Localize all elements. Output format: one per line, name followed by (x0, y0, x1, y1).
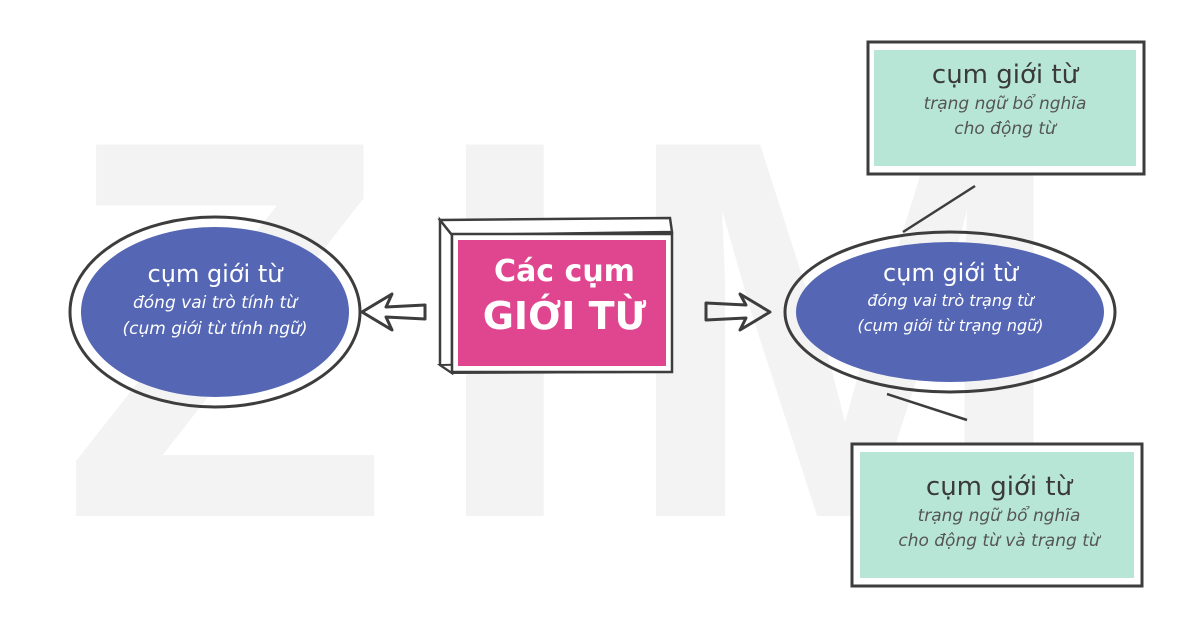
bottom-box-line1: trạng ngữ bổ nghĩa (917, 506, 1081, 526)
left-ellipse (68, 215, 362, 409)
left-node-text: cụm giới từ đóng vai trò tính từ (cụm gi… (90, 258, 340, 342)
connector-bottom (886, 392, 968, 422)
center-node-text: Các cụm GIỚI TỪ (462, 252, 667, 340)
center-node-line1: Các cụm (494, 254, 635, 289)
top-box-line2: cho động từ (954, 119, 1056, 139)
top-box-title: cụm giới từ (931, 60, 1079, 90)
top-box (866, 40, 1146, 176)
bottom-box-title: cụm giới từ (925, 472, 1073, 502)
left-node-title: cụm giới từ (147, 260, 283, 288)
connector-top (902, 184, 976, 234)
top-box-text: cụm giới từ trạng ngữ bổ nghĩa cho động … (880, 58, 1130, 142)
right-node-text: cụm giới từ đóng vai trò trạng từ (cụm g… (808, 258, 1093, 338)
left-arrow (360, 292, 427, 332)
top-box-line1: trạng ngữ bổ nghĩa (923, 94, 1087, 114)
center-box (436, 216, 674, 376)
left-node-line2: (cụm giới từ tính ngữ) (122, 319, 308, 339)
center-node-line2: GIỚI TỪ (482, 294, 647, 338)
bottom-box-line2: cho động từ và trạng từ (898, 531, 1100, 551)
left-node-line1: đóng vai trò tính từ (132, 293, 297, 313)
bottom-box-text: cụm giới từ trạng ngữ bổ nghĩa cho động … (866, 470, 1132, 554)
bottom-box (850, 442, 1144, 588)
right-node-line2: (cụm giới từ trạng ngữ) (857, 316, 1044, 335)
right-ellipse (783, 230, 1117, 394)
right-arrow (704, 292, 772, 332)
right-node-title: cụm giới từ (883, 259, 1018, 287)
right-node-line1: đóng vai trò trạng từ (867, 291, 1034, 310)
